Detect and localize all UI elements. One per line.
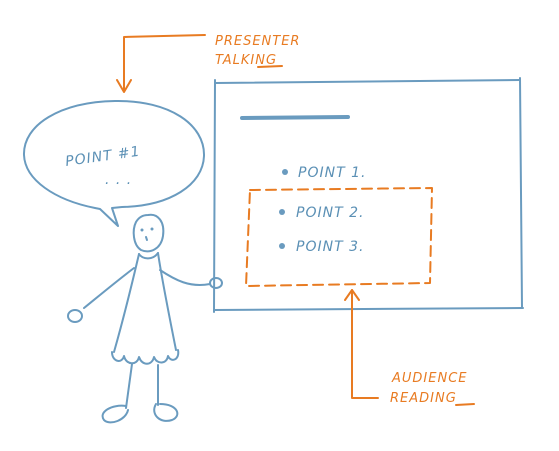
presenter-label-line-1: PRESENTER [215,34,300,49]
presenter-label-line-2: TALKING [215,53,277,68]
speech-bubble-text: POINT #1 [64,144,141,170]
audience-label-line-1: AUDIENCE [391,371,467,386]
presenter-figure [67,213,223,424]
slide-border-right [519,77,523,309]
speech-bubble-outline [22,99,206,227]
presentation-slide: POINT 1. POINT 2. POINT 3. [213,77,524,313]
presenter-right-arm [159,269,211,286]
slide-title-bar [240,115,350,120]
speech-bubble: POINT #1 . . . [22,99,206,227]
presenter-left-arm [83,267,135,309]
presenter-arrow-line [123,34,206,91]
audience-arrow-line [351,289,379,399]
slide-border-top [214,79,521,84]
presenter-eye-right [150,227,154,231]
presenter-eye-left [140,228,144,232]
bullet-dot-1 [282,169,288,175]
speech-bubble-ellipsis: . . . [105,172,132,188]
presenter-mouth [145,236,148,241]
presenter-right-hand [209,277,223,289]
audience-arrow-head [344,289,360,301]
bullet-text-3: POINT 3. [296,239,364,255]
audience-reading-annotation: AUDIENCE READING [344,289,475,406]
presenter-dress-left [113,253,140,353]
presenter-dress-right [157,252,177,351]
audience-label-underline [455,403,475,406]
presenter-talking-annotation: PRESENTER TALKING [116,34,300,93]
slide-border-left [213,79,216,313]
slide-border-bottom [213,307,524,311]
presenter-right-foot [153,403,179,422]
presenter-collar [138,252,159,260]
bullet-text-1: POINT 1. [298,165,366,181]
presenter-left-foot [101,404,129,424]
presenter-arrow-head [116,79,132,93]
bullet-text-2: POINT 2. [296,205,364,221]
audience-label-line-2: READING [390,391,457,406]
bullet-dot-3 [279,243,285,249]
presenter-dress-hem [111,349,180,365]
presenter-left-hand [67,309,83,323]
presenter-head [132,213,165,253]
presenter-label-underline [257,65,283,68]
highlight-dashed-box [245,187,433,287]
bullet-dot-2 [279,209,285,215]
presenter-left-leg [125,363,133,409]
